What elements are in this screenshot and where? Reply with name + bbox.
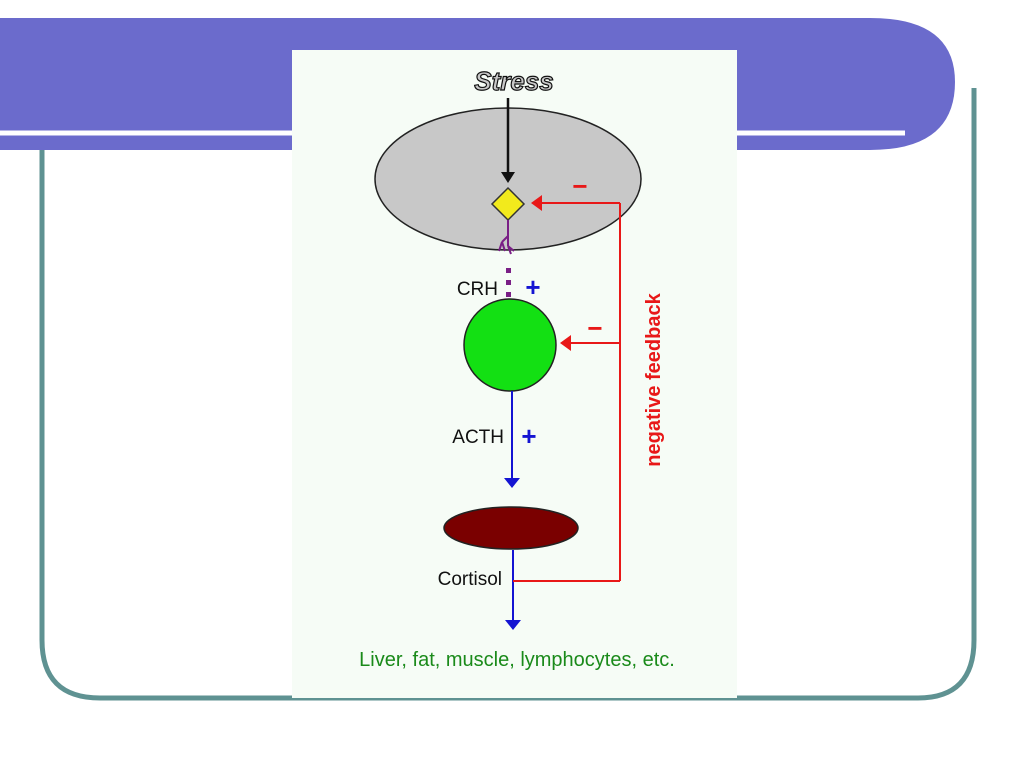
pituitary-circle [463, 298, 557, 392]
slide-border [39, 88, 977, 701]
adrenal-oval [443, 506, 579, 550]
feedback-minus-hypothalamus: − [572, 171, 587, 201]
axon-terminal [498, 220, 515, 255]
negative-feedback-loop [513, 202, 621, 582]
feedback-minus-pituitary: − [587, 313, 602, 343]
crh-plus-sign: + [525, 272, 540, 302]
acth-plus-sign: + [521, 421, 536, 451]
crh-dotted-line [506, 268, 511, 297]
feedback-arrowhead-hypothalamus [531, 195, 542, 211]
feedback-arrowhead-pituitary [560, 335, 571, 351]
crh-label: CRH [457, 279, 498, 300]
hpa-axis-diagram: Stress CRH + ACTH + [292, 50, 737, 698]
stress-label: Stress [474, 66, 554, 96]
cortisol-label: Cortisol [438, 569, 502, 590]
cortisol-arrowhead [505, 620, 521, 630]
stress-arrowhead [501, 172, 515, 183]
target-tissues-label: Liver, fat, muscle, lymphocytes, etc. [359, 649, 675, 671]
acth-label: ACTH [452, 427, 504, 448]
acth-arrowhead [504, 478, 520, 488]
negative-feedback-label: negative feedback [643, 292, 665, 466]
